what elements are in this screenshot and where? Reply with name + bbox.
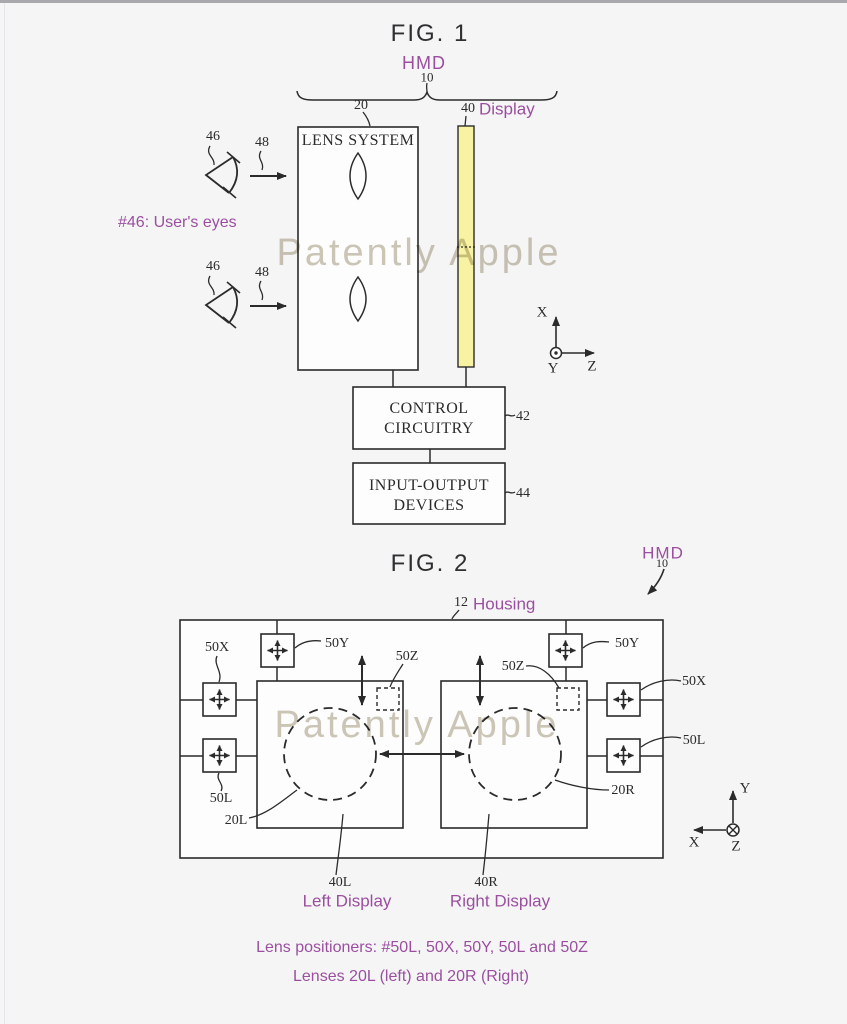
ref-20r: 20R [611,783,635,798]
positioner-50x-left [202,682,237,717]
fig2-ref-12: 12 [454,595,468,610]
fig2-title: FIG. 2 [390,550,470,577]
fig2-axis-x: X [688,834,700,851]
ref-50l-right: 50L [682,733,706,748]
caption-line1: Lens positioners: #50L, 50X, 50Y, 50L an… [256,939,588,956]
positioner-50l-left [202,738,237,773]
ref-50x-right: 50X [681,674,707,689]
page-left-edge [4,3,5,1024]
axes-fig1 [549,316,595,360]
ref-50l-left: 50L [209,791,233,806]
ref-50x-left: 50X [204,640,230,655]
ref-20l: 20L [224,813,248,828]
fig1-ref-40: 40 [461,101,475,116]
watermark-fig1: Patently Apple [276,232,562,274]
fig1-hmd-brace [296,82,558,101]
housing-leader [451,609,460,620]
fig1-ref-48-top: 48 [255,135,269,150]
fig2-axis-z: Z [731,838,741,855]
right-display-box [440,680,588,829]
right-display-label: Right Display [449,891,551,911]
lens-elements [349,151,367,323]
positioner-50y-left [260,633,295,668]
fig1-hmd-label: HMD [402,53,446,73]
watermark-fig2: Patently Apple [274,704,560,746]
housing-label: Housing [473,594,536,614]
fig1-ref-42: 42 [516,409,530,424]
control-circuitry-line1: CONTROL [389,400,469,417]
fig1-axis-y: Y [547,360,559,377]
eye-icon-top [206,146,286,198]
axes-fig2 [693,790,740,837]
z-positioner-dashed-left [376,687,400,711]
left-display-box [256,680,404,829]
io-devices-box [352,462,506,525]
ref-50y-right: 50Y [614,636,640,651]
fig2-ref-10: 10 [656,556,668,570]
positioner-wires [180,620,663,757]
io-devices-line2: DEVICES [393,497,465,514]
page-top-border [0,0,847,3]
eye-icon-bottom [206,276,286,328]
ref-50y-left: 50Y [324,636,350,651]
fig1-axis-z: Z [587,358,597,375]
ref-50z-right: 50Z [501,659,525,674]
fig1-display-label: Display [479,99,535,119]
fig2-hmd-label: HMD [642,543,684,563]
fig1-leader-lines [362,111,516,494]
ref-40l: 40L [328,875,352,890]
lens-circle-right [468,707,562,801]
z-positioner-dashed-right [556,687,580,711]
ref-40r: 40R [474,875,498,890]
users-eyes-note: #46: User's eyes [118,214,237,231]
ref-50z-left: 50Z [395,649,419,664]
fig2-axis-y: Y [739,780,751,797]
positioner-50y-right [548,633,583,668]
fig1-title: FIG. 1 [390,20,470,47]
fig1-ref-44: 44 [516,486,530,501]
fig1-ref-46-top: 46 [206,129,220,144]
fig1-wires [392,367,467,463]
left-display-label: Left Display [302,891,392,911]
fig1-ref-46-bottom: 46 [206,259,220,274]
fig1-axis-x: X [536,304,548,321]
fig1-ref-20: 20 [354,98,368,113]
caption-line2: Lenses 20L (left) and 20R (Right) [293,968,529,985]
lens-system-title: LENS SYSTEM [301,132,415,149]
lens-circle-left [283,707,377,801]
io-devices-line1: INPUT-OUTPUT [368,477,490,494]
fig2-hmd-arrow [647,568,665,595]
positioner-50l-right [606,738,641,773]
positioner-50x-right [606,682,641,717]
fig1-ref-10: 10 [420,69,434,85]
control-circuitry-line2: CIRCUITRY [384,420,474,437]
control-circuitry-box [352,386,506,450]
fig1-ref-48-bottom: 48 [255,265,269,280]
fig2-leader-lines [215,640,682,876]
